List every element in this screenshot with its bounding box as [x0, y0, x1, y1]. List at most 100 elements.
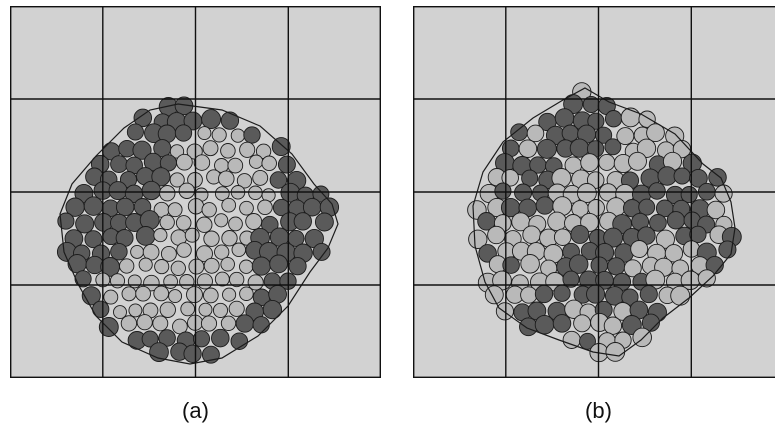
caption-b: (b) [585, 398, 612, 423]
grain-cell [468, 229, 488, 249]
grain-cell [159, 301, 176, 318]
grain-cell [646, 123, 665, 143]
grain-cell [641, 313, 660, 332]
grain-cell [192, 330, 211, 348]
grain-cell [154, 259, 170, 275]
grain-cell [120, 315, 138, 332]
grain-cell [649, 214, 667, 232]
grain-cell [103, 289, 119, 305]
panel-frame [413, 6, 775, 378]
grain-cell [561, 124, 579, 142]
caption-a: (a) [182, 398, 209, 423]
grain-cell [487, 225, 506, 245]
grain-cell [605, 342, 626, 362]
grain-cell [621, 288, 639, 306]
grain-cell [119, 258, 135, 274]
grain-cell [138, 257, 153, 272]
grain-aggregate-outline [472, 87, 736, 357]
grain-cell [239, 259, 254, 274]
grain-cell [159, 214, 175, 230]
grain-cell [211, 328, 230, 348]
grain-cell [628, 151, 647, 171]
grain-cell [136, 314, 153, 331]
mesh-grid [10, 6, 381, 378]
grain-cell [151, 167, 171, 187]
grain-cell [553, 228, 572, 246]
grain-cell [570, 224, 590, 244]
grain-cell [526, 124, 545, 143]
grain-cell [607, 257, 626, 276]
grain-cell [534, 284, 554, 304]
grain-cell [221, 197, 237, 213]
panel-b [413, 6, 775, 378]
grain-cell [288, 257, 307, 276]
grain-cell [718, 240, 737, 259]
grain-cells [467, 82, 742, 363]
grain-cell [75, 214, 95, 234]
grain-cell [522, 225, 541, 244]
grain-cell [630, 240, 649, 258]
grain-cell [562, 330, 581, 349]
grain-cell [269, 171, 288, 189]
grain-cell [202, 287, 219, 304]
grain-cell [203, 257, 220, 274]
grain-cell [247, 274, 264, 291]
grain-cell [57, 212, 75, 230]
grain-cell [568, 254, 589, 274]
grain-cell [554, 108, 575, 128]
grain-cell [220, 315, 237, 331]
grain-cell [188, 258, 205, 275]
grain-cell [214, 213, 229, 228]
grain-cell [113, 305, 127, 320]
grain-cell [220, 111, 240, 130]
panel-a-diagram [10, 6, 381, 378]
grain-cell [109, 273, 126, 289]
grain-cell [666, 211, 686, 230]
grain-cell [110, 155, 128, 173]
grain-cell [230, 128, 246, 143]
grain-cell [193, 154, 211, 171]
grain-cell [598, 153, 616, 171]
grain-cell [314, 212, 334, 232]
grain-cell [211, 127, 227, 143]
grain-cell [170, 260, 186, 276]
grain-cell [261, 155, 277, 172]
grain-cell [689, 225, 707, 244]
grain-cell [143, 274, 160, 292]
grain-cell [603, 316, 623, 335]
grain-cell [277, 155, 296, 174]
grain-cell [159, 185, 176, 202]
grain-cell [220, 143, 236, 159]
grain-cell [214, 244, 230, 260]
grain-cell [708, 168, 727, 187]
grain-cell [547, 211, 567, 232]
grain-cell [604, 138, 622, 156]
grain-cell [167, 202, 183, 218]
grain-cell [623, 259, 642, 278]
grain-cell [519, 317, 538, 337]
grain-cell [252, 169, 269, 186]
grain-cell [197, 126, 212, 141]
grain-cell [141, 330, 159, 348]
grain-cell [200, 315, 218, 332]
grain-cell [176, 153, 193, 171]
grain-cell [127, 274, 142, 289]
grain-cell [176, 242, 192, 258]
grain-cell [218, 170, 235, 187]
grain-cell [180, 301, 196, 317]
grain-cell [110, 242, 128, 261]
grain-cell [231, 242, 247, 258]
grain-cell [152, 315, 169, 332]
grain-cell [248, 154, 264, 169]
grain-cell [534, 314, 555, 335]
grain-cell [126, 123, 144, 141]
grain-cell [502, 256, 520, 274]
grain-cell [535, 196, 554, 215]
grain-cell [636, 138, 657, 158]
grain-cell [664, 244, 684, 263]
grain-cell [229, 271, 245, 288]
grain-cell [520, 254, 540, 274]
grain-cell [536, 138, 557, 159]
grain-cell [243, 126, 261, 144]
grain-cell [163, 274, 178, 289]
